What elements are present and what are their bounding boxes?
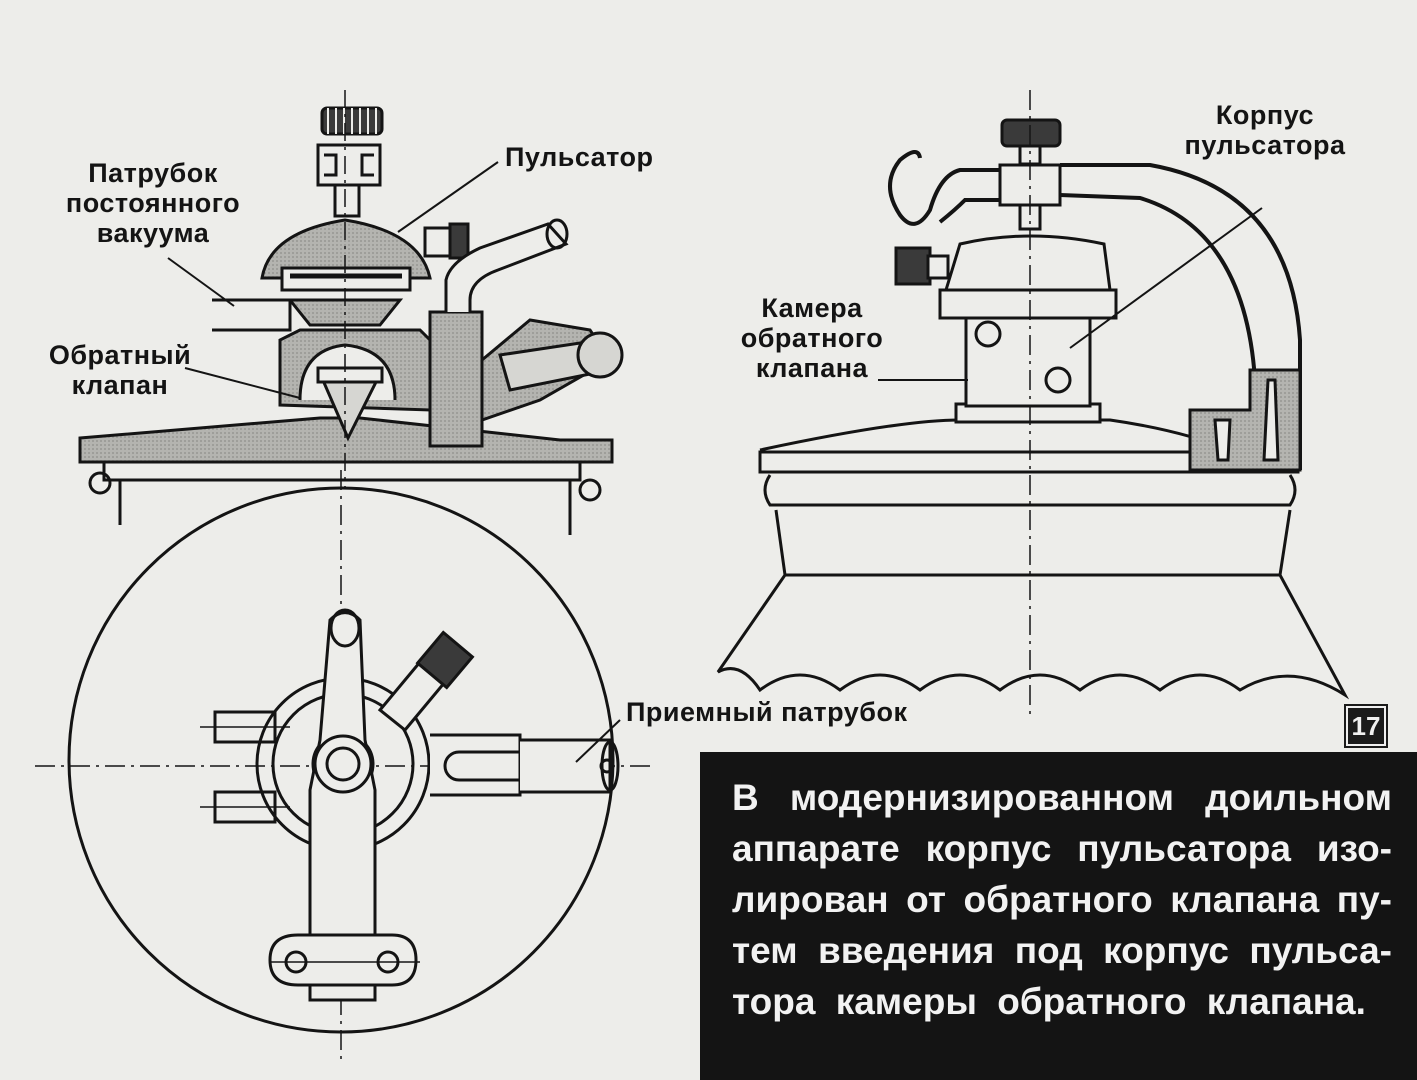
label-constant-vacuum-pipe: Патрубок постоянного вакуума xyxy=(65,158,241,248)
label-pulsator-body: Корпус пульсатора xyxy=(1184,100,1346,160)
caption-line: В модернизированном доильном xyxy=(732,777,1392,818)
label-check-valve: Обратный клапан xyxy=(48,340,192,400)
section-view xyxy=(78,90,624,535)
label-check-valve-chamber: Камера обратного клапана xyxy=(740,293,884,383)
leader-lines xyxy=(167,161,1263,763)
slide-number-badge: 17 xyxy=(1344,704,1388,748)
label-intake-pipe: Приемный патрубок xyxy=(626,697,908,727)
caption-line: аппарате корпус пульсатора изо- xyxy=(732,828,1392,869)
plan-view xyxy=(35,470,652,1060)
caption-line: тора камеры обратного клапана. xyxy=(732,981,1366,1022)
caption-line: лирован от обратного клапана пу- xyxy=(732,879,1392,920)
exterior-view xyxy=(716,90,1350,720)
label-pulsator: Пульсатор xyxy=(505,142,654,172)
caption-panel xyxy=(700,752,1417,1080)
caption-line: тем введения под корпус пульса- xyxy=(732,930,1392,971)
caption-text: В модернизированном доильном аппарате ко… xyxy=(732,772,1392,1027)
